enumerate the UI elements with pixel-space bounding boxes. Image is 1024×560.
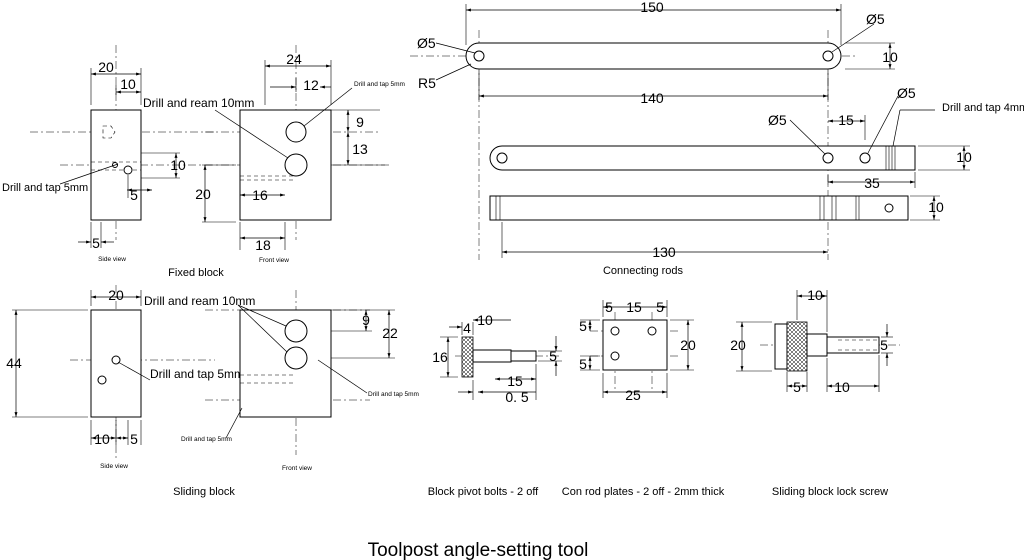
- sb-note-drill-tap-small-a: Drill and tap 5mm: [368, 391, 419, 398]
- rod-dia5c: Ø5: [768, 112, 787, 128]
- fb-front-view-label: Front view: [259, 257, 289, 264]
- ls-dim-5b: 5: [793, 379, 801, 395]
- sb-side-view-label: Side view: [100, 463, 128, 470]
- fb-dim-9: 9: [356, 114, 364, 130]
- pivot-bolt: 4 10 16 5 15 0. 5 Block pivot bolts - 2 …: [428, 312, 562, 498]
- sliding-block-front-view: 9 22 Drill and ream 10mm Drill and tap 5…: [144, 290, 419, 472]
- fb-dim-20v: 20: [195, 186, 211, 202]
- fb-caption: Fixed block: [168, 267, 224, 279]
- fb-dim-5: 5: [130, 187, 138, 203]
- rod-bottom: 10 130: [489, 195, 944, 260]
- ls-dim-20: 20: [730, 337, 746, 353]
- fb-dim-13: 13: [352, 141, 368, 157]
- fb-side-view-label: Side view: [98, 256, 126, 263]
- pb-dim-15: 15: [507, 373, 523, 389]
- rod-top: 150 140 10 Ø5 R5 Ø5: [410, 0, 898, 260]
- sb-dim-5: 5: [130, 431, 138, 447]
- rod-dim-140: 140: [640, 90, 664, 106]
- fb-dim-10b: 10: [170, 157, 186, 173]
- sb-front-view-label: Front view: [282, 465, 312, 472]
- sliding-block-side-view: 20 44 10 5 Drill and tap 5mm Side view: [6, 285, 244, 470]
- fb-dim-20: 20: [98, 59, 114, 75]
- crp-dim-5c: 5: [579, 318, 587, 334]
- rod-middle: 15 35 10 Ø5 Ø5 Drill and tap 4mm: [489, 85, 1024, 191]
- sb-dim-22: 22: [382, 325, 398, 341]
- fb-dim-18: 18: [255, 237, 271, 253]
- rod-dia5b: Ø5: [866, 11, 885, 27]
- pb-dim-4: 4: [463, 320, 471, 336]
- drawing-title: Toolpost angle-setting tool: [368, 540, 589, 560]
- rod-dia5a: Ø5: [417, 35, 436, 51]
- fixed-block-front-view: 24 12 9 13 20 16 18 Drill and ream 10mm: [143, 45, 405, 264]
- ls-caption: Sliding block lock screw: [772, 486, 888, 498]
- fb-dim-10: 10: [120, 76, 136, 92]
- ls-dim-10b: 10: [834, 379, 850, 395]
- fb-dim-24: 24: [286, 51, 302, 67]
- crp-caption: Con rod plates - 2 off - 2mm thick: [562, 486, 725, 498]
- fb-dim-5b: 5: [92, 235, 100, 251]
- pb-dim-16: 16: [432, 349, 448, 365]
- rod-dim-35: 35: [864, 175, 880, 191]
- ls-dim-5: 5: [880, 337, 888, 353]
- fb-dim-12: 12: [303, 77, 319, 93]
- fixed-block: 20 10 10 5 5 Drill and tap 5mm Side view: [2, 45, 405, 279]
- rod-note-drill-tap-4: Drill and tap 4mm: [942, 102, 1024, 114]
- sb-dim-9: 9: [362, 312, 370, 328]
- rod-r5: R5: [418, 75, 436, 91]
- fixed-block-side-view: 20 10 10 5 5 Drill and tap 5mm Side view: [2, 45, 215, 263]
- crp-dim-15: 15: [626, 299, 642, 315]
- crp-dim-5b: 5: [656, 299, 664, 315]
- fb-note-drill-tap-small: Drill and tap 5mm: [354, 81, 405, 88]
- sb-caption: Sliding block: [173, 486, 235, 498]
- rod-caption: Connecting rods: [603, 265, 684, 277]
- pb-caption: Block pivot bolts - 2 off: [428, 486, 539, 498]
- rod-dia5d: Ø5: [897, 85, 916, 101]
- sb-dim-44: 44: [6, 355, 22, 371]
- pb-dim-10: 10: [477, 312, 493, 328]
- connecting-rods: 150 140 10 Ø5 R5 Ø5: [410, 0, 1024, 277]
- rod-dim-15: 15: [838, 112, 854, 128]
- fb-note-drill-ream: Drill and ream 10mm: [143, 96, 254, 110]
- ls-dim-10: 10: [807, 287, 823, 303]
- rod-dim-10c: 10: [928, 199, 944, 215]
- rod-dim-130: 130: [652, 244, 676, 260]
- sb-note-drill-tap-5: Drill and tap 5mm: [150, 367, 244, 381]
- rod-dim-10b: 10: [956, 149, 972, 165]
- fb-note-drill-tap-5: Drill and tap 5mm: [2, 182, 88, 194]
- pb-dim-5: 5: [549, 348, 557, 364]
- sb-dim-10: 10: [94, 431, 110, 447]
- sb-note-drill-tap-small-b: Drill and tap 5mm: [181, 436, 232, 443]
- sb-dim-20: 20: [108, 287, 124, 303]
- con-rod-plate: 5 15 5 5 5 20 25 Con rod plates - 2 off …: [562, 299, 725, 498]
- crp-dim-20: 20: [680, 337, 696, 353]
- crp-dim-5a: 5: [605, 299, 613, 315]
- rod-dim-10: 10: [882, 49, 898, 65]
- rod-dim-150: 150: [640, 0, 664, 15]
- crp-dim-5d: 5: [579, 356, 587, 372]
- sb-note-drill-ream: Drill and ream 10mm: [144, 294, 255, 308]
- lock-screw: 10 20 5 5 10 Sliding block lock screw: [730, 287, 900, 498]
- fb-dim-16: 16: [252, 187, 268, 203]
- pb-dim-05: 0. 5: [505, 389, 529, 405]
- crp-dim-25: 25: [625, 387, 641, 403]
- sliding-block: 20 44 10 5 Drill and tap 5mm Side view: [6, 285, 419, 498]
